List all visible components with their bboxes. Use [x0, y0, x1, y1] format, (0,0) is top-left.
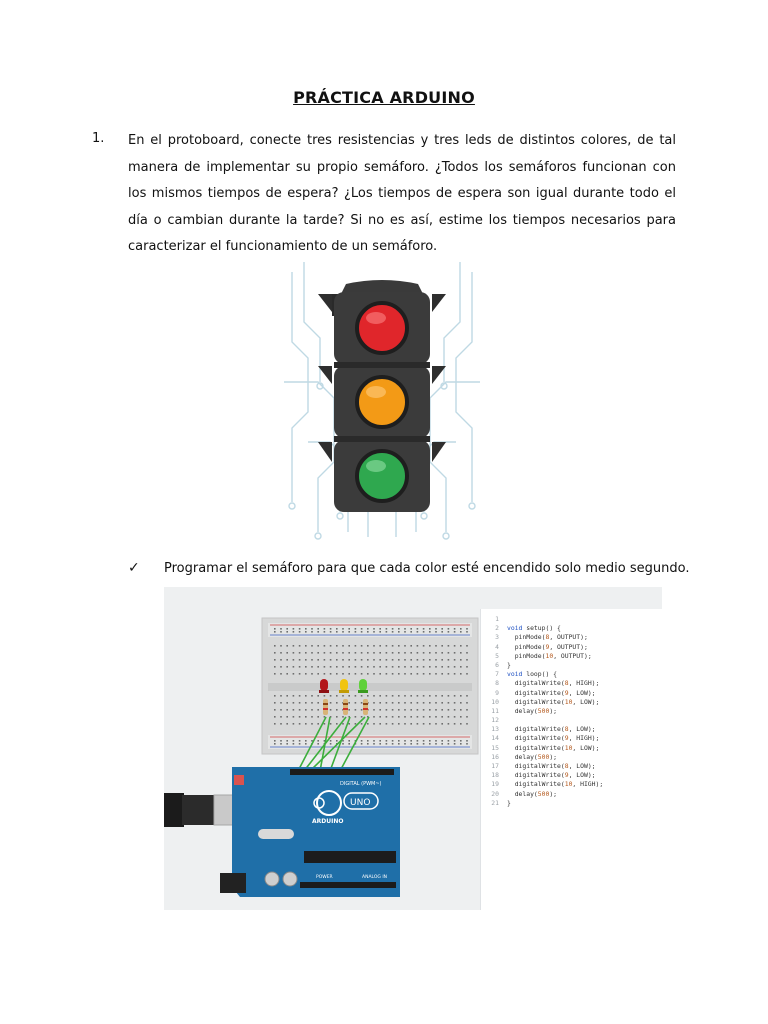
- line-number: 8: [495, 679, 499, 688]
- amber-light: [355, 375, 409, 429]
- bullet-item: Programar el semáforo para que cada colo…: [164, 561, 690, 576]
- board-power-label: POWER: [316, 874, 333, 880]
- traffic-light-image: [278, 262, 486, 544]
- line-number: 19: [491, 780, 499, 789]
- line-number: 20: [491, 789, 499, 798]
- arduino-board: DIGITAL (PWM~) UNO ARDUINO POWER ANALOG …: [220, 767, 400, 897]
- instruction-paragraph: En el protoboard, conecte tres resistenc…: [128, 133, 676, 254]
- breadboard: [261, 617, 479, 755]
- code-text: void setup() { pinMode(8, OUTPUT); pinMo…: [507, 615, 603, 808]
- line-number: 13: [491, 725, 499, 734]
- line-number: 2: [495, 624, 499, 633]
- board-brand: ARDUINO: [312, 818, 343, 825]
- line-number: 6: [495, 660, 499, 669]
- line-number: 21: [491, 798, 499, 807]
- led-red: [319, 679, 329, 693]
- code-line: pinMode(10, OUTPUT);: [507, 651, 592, 660]
- code-line: digitalWrite(8, LOW);: [507, 725, 596, 734]
- line-number: 5: [495, 651, 499, 660]
- code-line: digitalWrite(8, LOW);: [507, 762, 596, 770]
- line-number: 7: [495, 670, 499, 679]
- code-line: digitalWrite(9, LOW);: [507, 771, 596, 780]
- red-light: [355, 301, 409, 355]
- line-number: 12: [491, 716, 499, 725]
- usb-cable: [164, 793, 184, 827]
- code-line: }: [507, 660, 511, 669]
- jumper-wires: [297, 716, 370, 772]
- board-digital-label: DIGITAL (PWM~): [340, 781, 382, 787]
- code-line: digitalWrite(10, HIGH);: [507, 780, 604, 789]
- code-line: delay(500);: [507, 706, 558, 715]
- line-number: 16: [491, 752, 499, 761]
- code-line: delay(500);: [507, 752, 558, 761]
- code-line: digitalWrite(9, HIGH);: [507, 734, 600, 743]
- code-line: void setup() {: [507, 624, 561, 633]
- board-analog-label: ANALOG IN: [362, 874, 387, 880]
- check-icon: ✓: [128, 560, 140, 576]
- line-number: 18: [491, 771, 499, 780]
- green-light: [355, 449, 409, 503]
- line-number: 1: [495, 615, 499, 623]
- code-line: }: [507, 798, 511, 807]
- line-number: 9: [495, 688, 499, 697]
- page-title: PRÁCTICA ARDUINO: [293, 88, 475, 107]
- code-line: digitalWrite(8, HIGH);: [507, 679, 600, 688]
- code-line: [507, 615, 603, 624]
- line-number: 15: [491, 743, 499, 752]
- resistors: [323, 699, 368, 715]
- code-line: digitalWrite(10, LOW);: [507, 743, 600, 752]
- circuit-simulation-image: DIGITAL (PWM~) UNO ARDUINO POWER ANALOG …: [164, 587, 662, 910]
- code-line: delay(500);: [507, 789, 558, 798]
- line-number: 11: [491, 706, 499, 715]
- circuit-background: [284, 262, 480, 540]
- led-green: [358, 679, 368, 693]
- code-line: digitalWrite(10, LOW);: [507, 697, 600, 706]
- code-line: void loop() {: [507, 670, 558, 679]
- code-line: pinMode(9, OUTPUT);: [507, 642, 588, 651]
- led-yellow: [339, 679, 349, 693]
- line-number: 10: [491, 697, 499, 706]
- line-number: 14: [491, 734, 499, 743]
- line-number: 17: [491, 762, 499, 770]
- line-number: 4: [495, 642, 499, 651]
- code-line: digitalWrite(9, LOW);: [507, 688, 596, 697]
- board-uno-logo: UNO: [350, 798, 370, 808]
- line-number: 3: [495, 633, 499, 642]
- code-line: pinMode(8, OUTPUT);: [507, 633, 588, 642]
- list-number: 1.: [92, 131, 105, 146]
- code-line: [507, 716, 603, 725]
